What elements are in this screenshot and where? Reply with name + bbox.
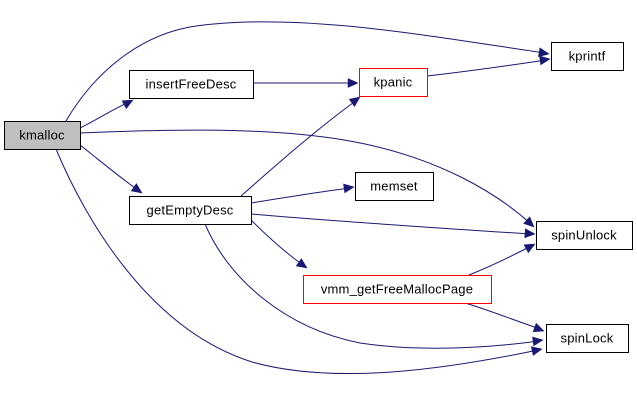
node-box-vmm_getFreeMallocPage[interactable] (303, 275, 492, 304)
node-box-insertFreeDesc[interactable] (129, 70, 254, 99)
graph-node-spinLock[interactable]: spinLock (546, 324, 629, 353)
edge-arrowhead-icon (347, 78, 359, 88)
edge-arrowhead-icon (343, 183, 355, 194)
graph-node-vmm_getFreeMallocPage[interactable]: vmm_getFreeMallocPage (303, 275, 492, 304)
node-label-vmm_getFreeMallocPage: vmm_getFreeMallocPage (321, 281, 473, 296)
graph-node-getEmptyDesc[interactable]: getEmptyDesc (129, 196, 252, 225)
node-label-kprintf: kprintf (569, 48, 606, 63)
edge-arrowhead-icon (523, 216, 535, 228)
node-box-getEmptyDesc[interactable] (129, 196, 252, 225)
edge-getEmptyDesc-to-vmm_getFreeMallocPage (250, 219, 308, 269)
node-box-spinLock[interactable] (546, 324, 629, 353)
node-label-spinUnlock: spinUnlock (551, 227, 617, 242)
edge-kmalloc-to-kprintf (65, 21, 550, 122)
edge-arrowhead-icon (130, 183, 143, 194)
edge-arrowhead-icon (348, 96, 361, 107)
edge-arrowhead-icon (295, 258, 308, 269)
edge-arrowhead-icon (523, 243, 536, 254)
edge-line (79, 144, 139, 191)
edge-line (250, 187, 351, 204)
node-box-memset[interactable] (355, 172, 434, 201)
edge-getEmptyDesc-to-spinLock (204, 223, 544, 349)
node-label-memset: memset (370, 178, 418, 193)
edge-line (55, 148, 539, 375)
node-box-kprintf[interactable] (551, 42, 624, 71)
edge-line (204, 223, 540, 349)
edge-arrowhead-icon (532, 336, 544, 347)
edge-line (79, 101, 130, 129)
edge-getEmptyDesc-to-kpanic (240, 96, 361, 197)
node-label-spinLock: spinLock (561, 330, 614, 345)
edge-vmm_getFreeMallocPage-to-spinUnlock (468, 243, 536, 276)
edge-kmalloc-to-spinLock (55, 148, 543, 375)
nodes-layer: kmalloc insertFreeDesc kpanic kprintf getEmp… (4, 42, 633, 353)
node-box-kpanic[interactable] (359, 68, 428, 97)
edge-line (464, 302, 541, 330)
edge-arrowhead-icon (121, 99, 134, 110)
edge-arrowhead-icon (539, 55, 551, 66)
edges-layer (55, 21, 551, 375)
graph-node-kpanic[interactable]: kpanic (359, 68, 428, 97)
node-box-spinUnlock[interactable] (536, 221, 633, 250)
edge-kmalloc-to-insertFreeDesc (79, 99, 134, 129)
edge-line (250, 219, 304, 266)
edge-kmalloc-to-getEmptyDesc (79, 144, 143, 194)
node-label-kpanic: kpanic (374, 74, 413, 89)
graph-node-kmalloc[interactable]: kmalloc (4, 121, 81, 150)
graph-node-insertFreeDesc[interactable]: insertFreeDesc (129, 70, 254, 99)
edge-vmm_getFreeMallocPage-to-spinLock (464, 302, 545, 333)
edge-getEmptyDesc-to-memset (250, 183, 355, 204)
edge-kpanic-to-kprintf (426, 55, 551, 77)
edge-line (65, 21, 546, 122)
edge-line (426, 59, 547, 77)
edge-line (468, 245, 532, 276)
edge-line (79, 129, 532, 225)
node-box-kmalloc[interactable] (4, 121, 81, 150)
graph-node-memset[interactable]: memset (355, 172, 434, 201)
edge-arrowhead-icon (530, 346, 543, 356)
edge-arrowhead-icon (524, 228, 536, 239)
graph-node-kprintf[interactable]: kprintf (551, 42, 624, 71)
node-label-insertFreeDesc: insertFreeDesc (146, 76, 237, 91)
edge-line (250, 213, 532, 235)
node-label-getEmptyDesc: getEmptyDesc (147, 202, 234, 217)
edge-arrowhead-icon (538, 47, 550, 58)
edge-getEmptyDesc-to-spinUnlock (250, 213, 536, 239)
edge-insertFreeDesc-to-kpanic (253, 78, 359, 88)
node-label-kmalloc: kmalloc (19, 127, 65, 142)
edge-kmalloc-to-spinUnlock (79, 129, 535, 228)
edge-line (240, 99, 358, 197)
edge-arrowhead-icon (532, 322, 545, 333)
graph-node-spinUnlock[interactable]: spinUnlock (536, 221, 633, 250)
